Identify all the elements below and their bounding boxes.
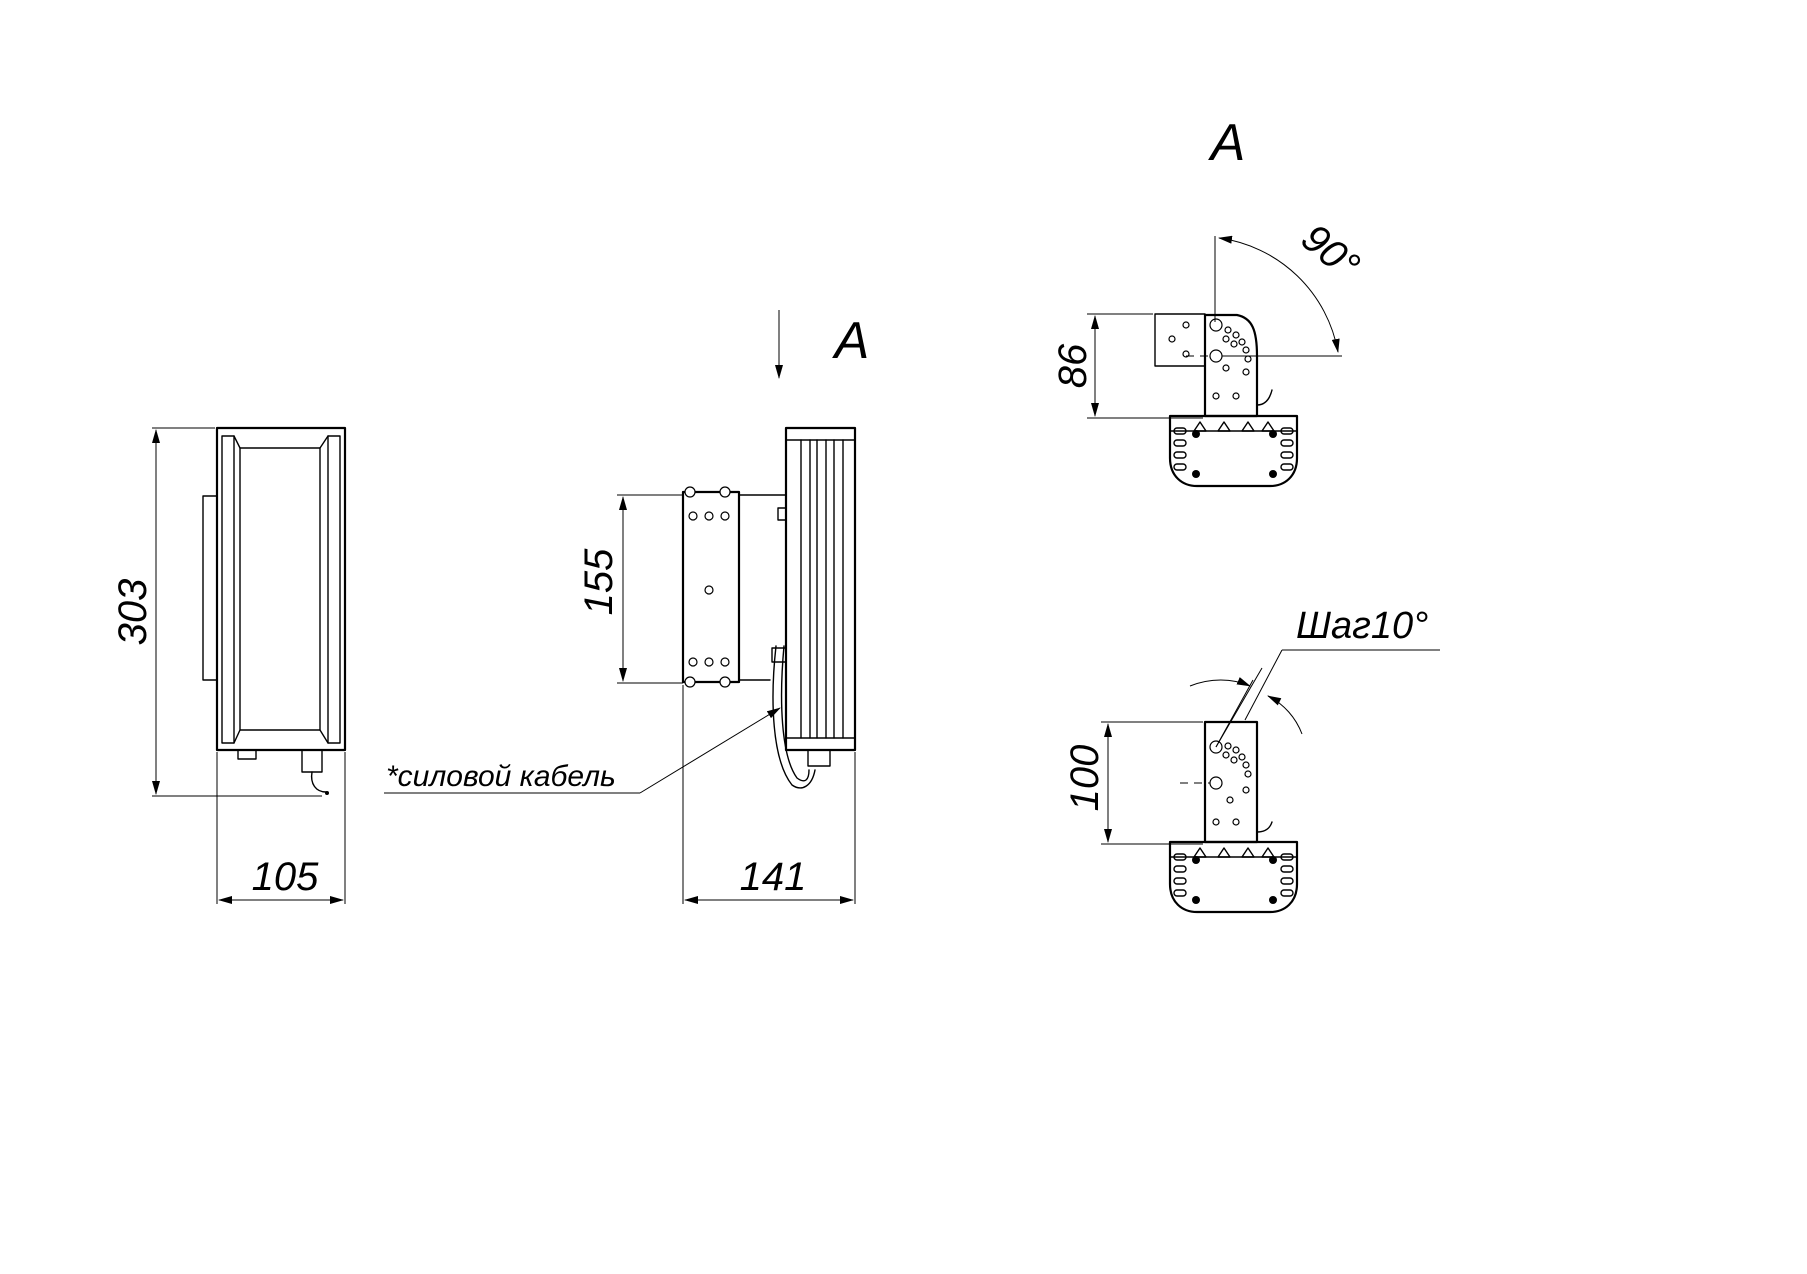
cable-note-label: *силовой кабель [386,760,616,793]
dimension-155: 155 [577,494,683,684]
view-arrow-label: A [832,312,870,370]
front-view [202,426,347,795]
view-a-bracket-step [1168,667,1303,914]
dimension-86: 86 [1051,313,1203,419]
side-view [681,426,857,789]
step-note-label: Шаг10° [1296,605,1428,647]
step-note: Шаг10° [1244,605,1440,721]
view-a-bracket-90 [1154,236,1342,488]
angle-90-label: 90° [1293,216,1368,289]
dimension-100: 100 [1063,721,1203,845]
dimension-155-label: 155 [577,548,621,615]
dimension-86-label: 86 [1051,343,1095,388]
view-arrow-a: A [775,310,870,379]
cable-note: *силовой кабель [384,707,781,794]
view-title: A [1208,114,1246,172]
dimension-105: 105 [216,752,346,904]
dimension-105-label: 105 [252,855,319,899]
dimension-141-label: 141 [740,855,807,899]
dimension-303-label: 303 [111,579,155,646]
angle-90: 90° [1218,216,1368,353]
dimension-100-label: 100 [1063,745,1107,812]
dimension-141: 141 [682,685,856,904]
dimension-303: 303 [111,427,322,797]
